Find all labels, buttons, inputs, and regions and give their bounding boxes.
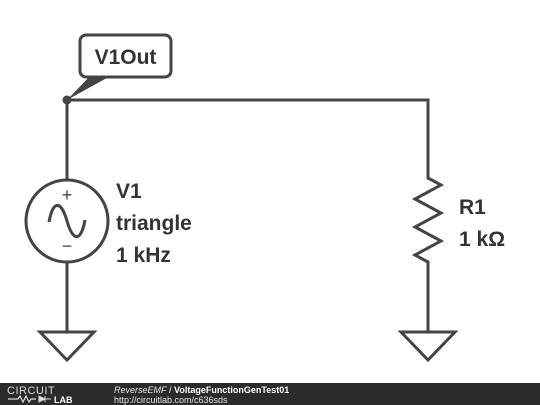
circuit-title-link[interactable]: VoltageFunctionGenTest01 bbox=[174, 385, 290, 395]
circuit-schematic: V1Out + − V1 triangle 1 kHz R1 1 kΩ bbox=[24, 33, 505, 363]
net-label-box bbox=[78, 33, 173, 79]
circuitlab-logo[interactable]: CIRCUIT LAB bbox=[6, 384, 96, 404]
resistor-name: R1 bbox=[459, 196, 486, 219]
logo-diode-icon bbox=[38, 395, 51, 403]
source-plus-sign: + bbox=[62, 185, 73, 205]
source-waveform: triangle bbox=[116, 212, 192, 235]
footer-bar: CIRCUIT LAB ReverseEMF / VoltageFunction… bbox=[0, 383, 540, 405]
source-name: V1 bbox=[116, 180, 142, 203]
logo-resistor-icon bbox=[8, 394, 36, 404]
source-minus-sign: − bbox=[62, 236, 73, 256]
footer-text: ReverseEMF / VoltageFunctionGenTest01 ht… bbox=[114, 385, 289, 405]
logo-bottom-text: LAB bbox=[54, 395, 73, 404]
source-frequency: 1 kHz bbox=[116, 244, 171, 267]
resistor-ground-symbol bbox=[397, 330, 459, 363]
source-ground-symbol bbox=[36, 330, 98, 363]
footer-credit-line: ReverseEMF / VoltageFunctionGenTest01 bbox=[114, 385, 289, 395]
resistor-value: 1 kΩ bbox=[459, 228, 505, 251]
logo-top-text: CIRCUIT bbox=[7, 385, 55, 397]
sine-wave-icon bbox=[47, 203, 87, 239]
footer-separator: / bbox=[166, 385, 175, 395]
circuit-url-link[interactable]: http://circuitlab.com/c636sds bbox=[114, 395, 228, 405]
net-label: V1Out bbox=[95, 46, 157, 69]
author-link[interactable]: ReverseEMF bbox=[114, 385, 167, 395]
resistor-symbol bbox=[411, 176, 445, 264]
net-label-pointer bbox=[67, 74, 114, 100]
